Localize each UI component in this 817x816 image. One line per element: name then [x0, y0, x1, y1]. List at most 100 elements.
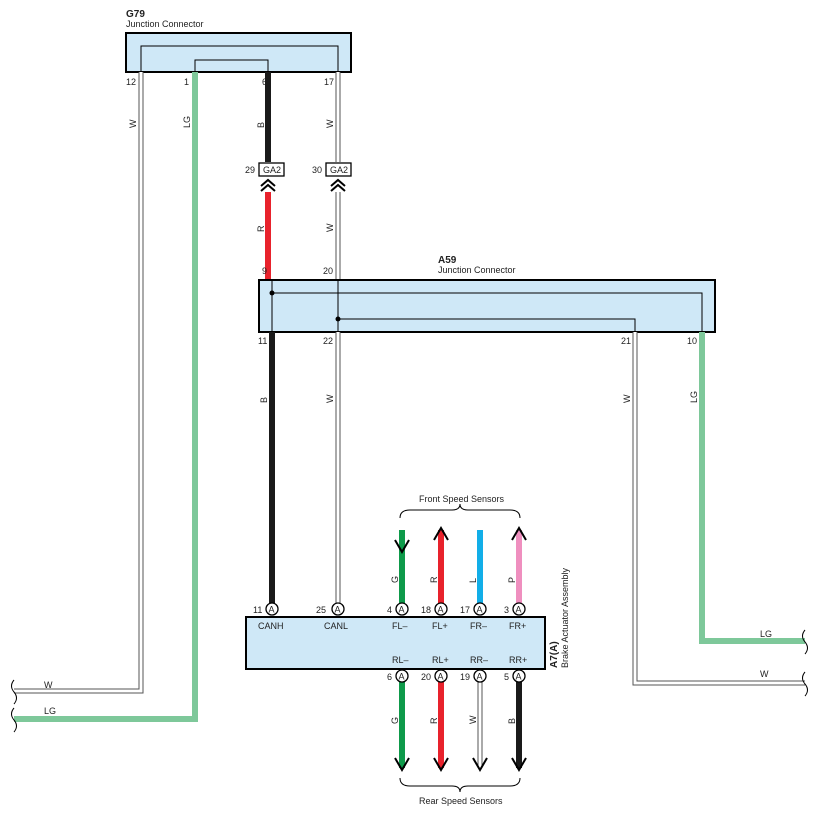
- label-rear-b: B: [507, 718, 517, 724]
- a7-sig-canh: CANH: [258, 621, 284, 631]
- g79-bus-inner: [194, 59, 269, 75]
- break-mark-right-w: [802, 671, 808, 697]
- label-g79-12: W: [128, 119, 138, 128]
- wire-w-left: [14, 72, 144, 694]
- a7-pin-num-18: 18: [421, 605, 431, 615]
- break-mark-left-lg: [11, 707, 17, 733]
- a59-splice-canh: [269, 290, 275, 296]
- label-front-p: P: [507, 577, 517, 583]
- a7-pin-num-3: 3: [504, 605, 509, 615]
- arrow-rear-r: [433, 757, 449, 772]
- a7-pin-num-6: 6: [387, 672, 392, 682]
- a7-pin-num-11: 11: [253, 605, 262, 615]
- label-right-w: W: [760, 669, 769, 679]
- ga2-label-29: GA2: [263, 165, 281, 175]
- wire-lg-left: [14, 72, 198, 722]
- a59-name: Junction Connector: [438, 265, 516, 275]
- a7-pin-circle-19: [473, 669, 487, 683]
- a7-sig-rr-plus: RR+: [509, 655, 527, 665]
- a7-pin-letter-6: A: [399, 672, 405, 682]
- a59-connector-box[interactable]: [258, 279, 716, 333]
- wire-w-a59-21: [632, 332, 805, 686]
- a7-connector-box[interactable]: [245, 616, 546, 670]
- a7-pin-circle-17: [473, 602, 487, 616]
- label-rear-g: G: [390, 717, 400, 724]
- label-ga2-30: W: [325, 223, 335, 232]
- g79-pin-6: 6: [262, 77, 267, 87]
- label-a59-11: B: [259, 397, 269, 403]
- label-a59-10: LG: [689, 391, 699, 403]
- ga2-chevron-29: [260, 178, 276, 192]
- ga2-box-29[interactable]: [258, 162, 285, 177]
- a59-splice-canl: [335, 316, 341, 322]
- a59-bus-canl: [338, 318, 636, 332]
- g79-pin-12: 12: [126, 77, 136, 87]
- label-front-r: R: [429, 576, 439, 583]
- label-rear-r: R: [429, 717, 439, 724]
- label-a59-22: W: [325, 394, 335, 403]
- a59-id: A59: [438, 255, 457, 266]
- g79-pin-1: 1: [184, 77, 189, 87]
- a7-pin-num-20: 20: [421, 672, 431, 682]
- a7-name: Brake Actuator Assembly: [560, 567, 570, 668]
- label-g79-17: W: [325, 119, 335, 128]
- a59-bus-canh: [272, 292, 703, 332]
- a59-pin-9: 9: [262, 266, 267, 276]
- a7-sig-fr-minus: FR–: [470, 621, 487, 631]
- a7-pin-letter-17: A: [477, 605, 483, 615]
- a59-pin-21: 21: [621, 336, 631, 346]
- label-rear-w: W: [468, 715, 478, 724]
- a7-sig-rl-minus: RL–: [392, 655, 409, 665]
- a7-pin-circle-3: [512, 602, 526, 616]
- a59-pin-22: 22: [323, 336, 333, 346]
- rear-sensors-label: Rear Speed Sensors: [419, 796, 503, 806]
- a7-pin-circle-25: [331, 602, 345, 616]
- a7-pin-num-17: 17: [460, 605, 470, 615]
- a7-pin-letter-5: A: [516, 672, 522, 682]
- break-mark-right-lg: [802, 629, 808, 655]
- label-g79-1: LG: [182, 116, 192, 128]
- a7-pin-letter-20: A: [438, 672, 444, 682]
- a7-sig-fr-plus: FR+: [509, 621, 526, 631]
- a7-id: A7(A): [549, 641, 560, 668]
- arrow-front-p: [511, 526, 527, 541]
- a7-pin-letter-19: A: [477, 672, 483, 682]
- a59-pin-20: 20: [323, 266, 333, 276]
- front-sensors-label: Front Speed Sensors: [419, 494, 505, 504]
- a7-sig-fl-minus: FL–: [392, 621, 408, 631]
- a7-pin-letter-3: A: [516, 605, 522, 615]
- g79-bus-outer: [140, 45, 339, 75]
- a7-pin-num-4: 4: [387, 605, 392, 615]
- a59-pin-11: 11: [258, 336, 267, 346]
- a7-sig-fl-plus: FL+: [432, 621, 448, 631]
- a7-sig-rr-minus: RR–: [470, 655, 488, 665]
- label-left-lg: LG: [44, 706, 56, 716]
- ga2-chevron-30: [330, 178, 346, 192]
- g79-id: G79: [126, 9, 145, 20]
- a7-pin-circle-20: [434, 669, 448, 683]
- a7-pin-circle-18: [434, 602, 448, 616]
- front-sensors-brace: [399, 503, 521, 519]
- a7-pin-letter-11: A: [269, 605, 275, 615]
- a7-pin-letter-4: A: [399, 605, 405, 615]
- label-front-l: L: [468, 578, 478, 583]
- a7-sig-rl-plus: RL+: [432, 655, 449, 665]
- ga2-label-30: GA2: [330, 165, 348, 175]
- ga2-box-30[interactable]: [325, 162, 352, 177]
- label-left-w: W: [44, 680, 53, 690]
- ga2-pin-29: 29: [245, 165, 255, 175]
- a7-pin-circle-4: [395, 602, 409, 616]
- label-right-lg: LG: [760, 629, 772, 639]
- a59-pin-10: 10: [687, 336, 697, 346]
- arrow-rear-w: [472, 757, 488, 772]
- arrow-front-g: [394, 539, 410, 554]
- a7-pin-circle-6: [395, 669, 409, 683]
- a7-pin-num-25: 25: [316, 605, 326, 615]
- label-ga2-29: R: [256, 225, 266, 232]
- ga2-pin-30: 30: [312, 165, 322, 175]
- arrow-rear-b: [511, 757, 527, 772]
- g79-connector-box[interactable]: [125, 32, 352, 73]
- label-g79-6: B: [256, 122, 266, 128]
- arrow-rear-g: [394, 757, 410, 772]
